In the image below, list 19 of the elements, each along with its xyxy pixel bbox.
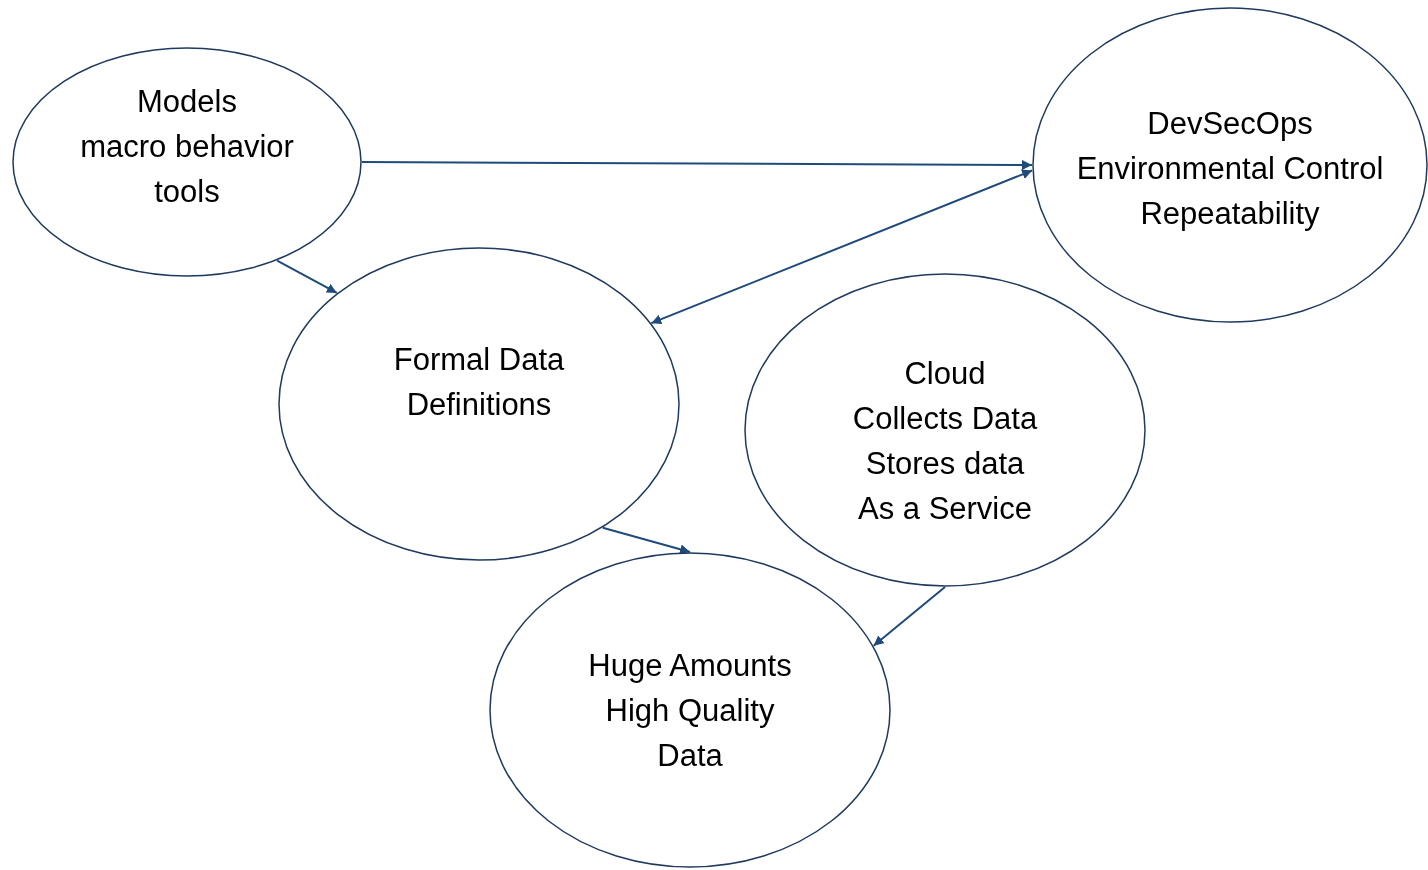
node-label: Data (657, 737, 723, 775)
node-label: Models (137, 83, 237, 121)
arrow (601, 526, 691, 555)
node-label: DevSecOps (1147, 105, 1313, 143)
node-label: Stores data (865, 445, 1025, 483)
node-label: High Quality (605, 692, 775, 730)
node-label: Collects Data (852, 400, 1038, 438)
arrow (872, 586, 946, 647)
arrow (361, 159, 1033, 170)
node-label: tools (154, 173, 220, 211)
node-label: Huge Amounts (588, 647, 792, 685)
arrow (276, 259, 338, 294)
node-label: Formal Data Definitions (392, 341, 566, 424)
node-label: macro behavior (80, 128, 294, 166)
node-label: Repeatability (1140, 195, 1320, 233)
node-label: Environmental Control (1076, 150, 1384, 188)
node-label: Cloud (904, 355, 986, 393)
arrow (650, 169, 1034, 325)
node-label: As a Service (858, 490, 1032, 528)
